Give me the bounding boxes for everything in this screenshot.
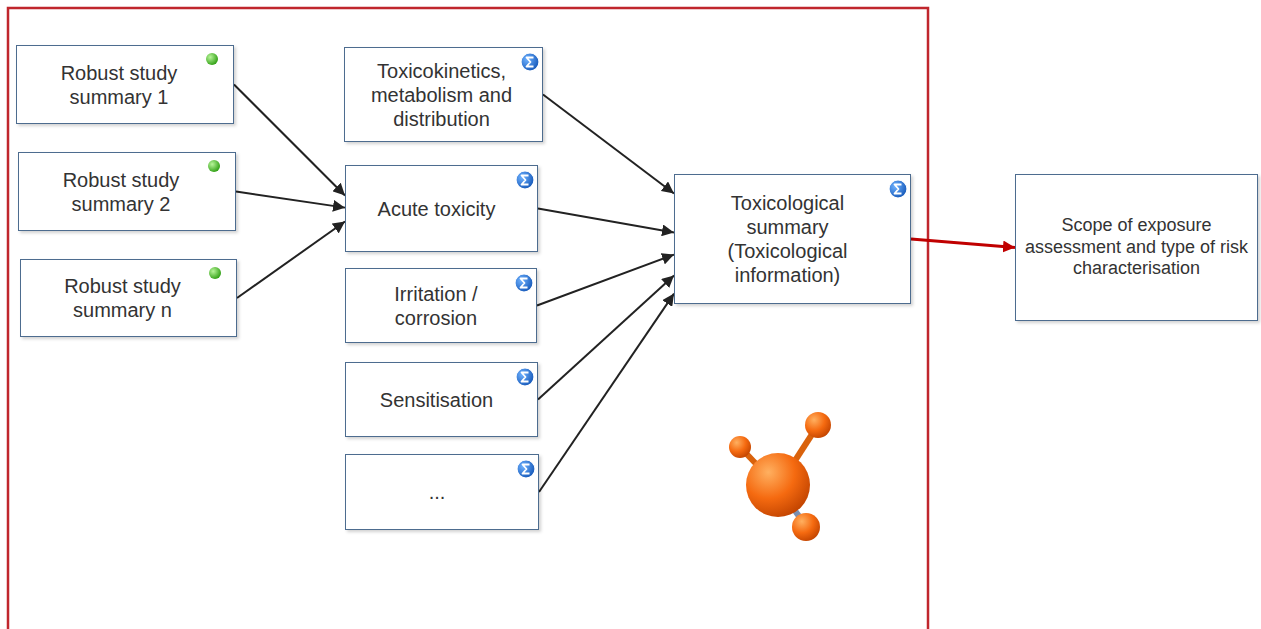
process-box: Robust study summary n: [20, 259, 237, 337]
process-box: Robust study summary 1: [16, 45, 234, 124]
status-dot-icon: [205, 52, 219, 66]
status-dot-icon: [207, 159, 221, 173]
box-label: Toxicological summary (Toxicological inf…: [689, 191, 886, 287]
connector-arrow: [538, 209, 674, 233]
process-box: Toxicokinetics, metabolism and distribut…: [344, 47, 543, 142]
box-label: Acute toxicity: [378, 197, 496, 221]
summary-sigma-icon: [515, 367, 535, 387]
box-label: Irritation / corrosion: [358, 282, 514, 330]
summary-sigma-icon: [515, 170, 535, 190]
process-box: Robust study summary 2: [18, 152, 236, 231]
connector-arrow: [538, 275, 674, 399]
box-label: Robust study summary 2: [33, 168, 209, 216]
connector-arrow: [539, 294, 674, 492]
box-label: Robust study summary 1: [31, 61, 207, 109]
connector-arrow: [234, 85, 345, 196]
box-label: Scope of exposure assessment and type of…: [1024, 215, 1249, 280]
molecule-illustration: [729, 412, 831, 541]
connector-arrow: [236, 192, 345, 208]
summary-sigma-icon: [514, 273, 534, 293]
status-dot-icon: [208, 266, 222, 280]
box-label: Robust study summary n: [35, 274, 210, 322]
box-label: ...: [429, 480, 446, 504]
process-box: ...: [345, 454, 539, 530]
process-box: Irritation / corrosion: [345, 268, 537, 343]
summary-sigma-icon: [888, 179, 908, 199]
summary-sigma-icon: [516, 459, 536, 479]
connector-arrow: [543, 95, 674, 194]
process-box: Sensitisation: [345, 362, 538, 437]
box-label: Sensitisation: [380, 388, 493, 412]
process-box: Scope of exposure assessment and type of…: [1015, 174, 1258, 321]
process-box: Toxicological summary (Toxicological inf…: [674, 174, 911, 304]
red-frame: [8, 8, 928, 629]
connector-arrow: [237, 222, 345, 298]
connector-arrow: [537, 255, 674, 306]
process-box: Acute toxicity: [345, 165, 538, 252]
summary-sigma-icon: [520, 52, 540, 72]
connector-arrow: [911, 239, 1015, 248]
box-label: Toxicokinetics, metabolism and distribut…: [355, 59, 528, 131]
